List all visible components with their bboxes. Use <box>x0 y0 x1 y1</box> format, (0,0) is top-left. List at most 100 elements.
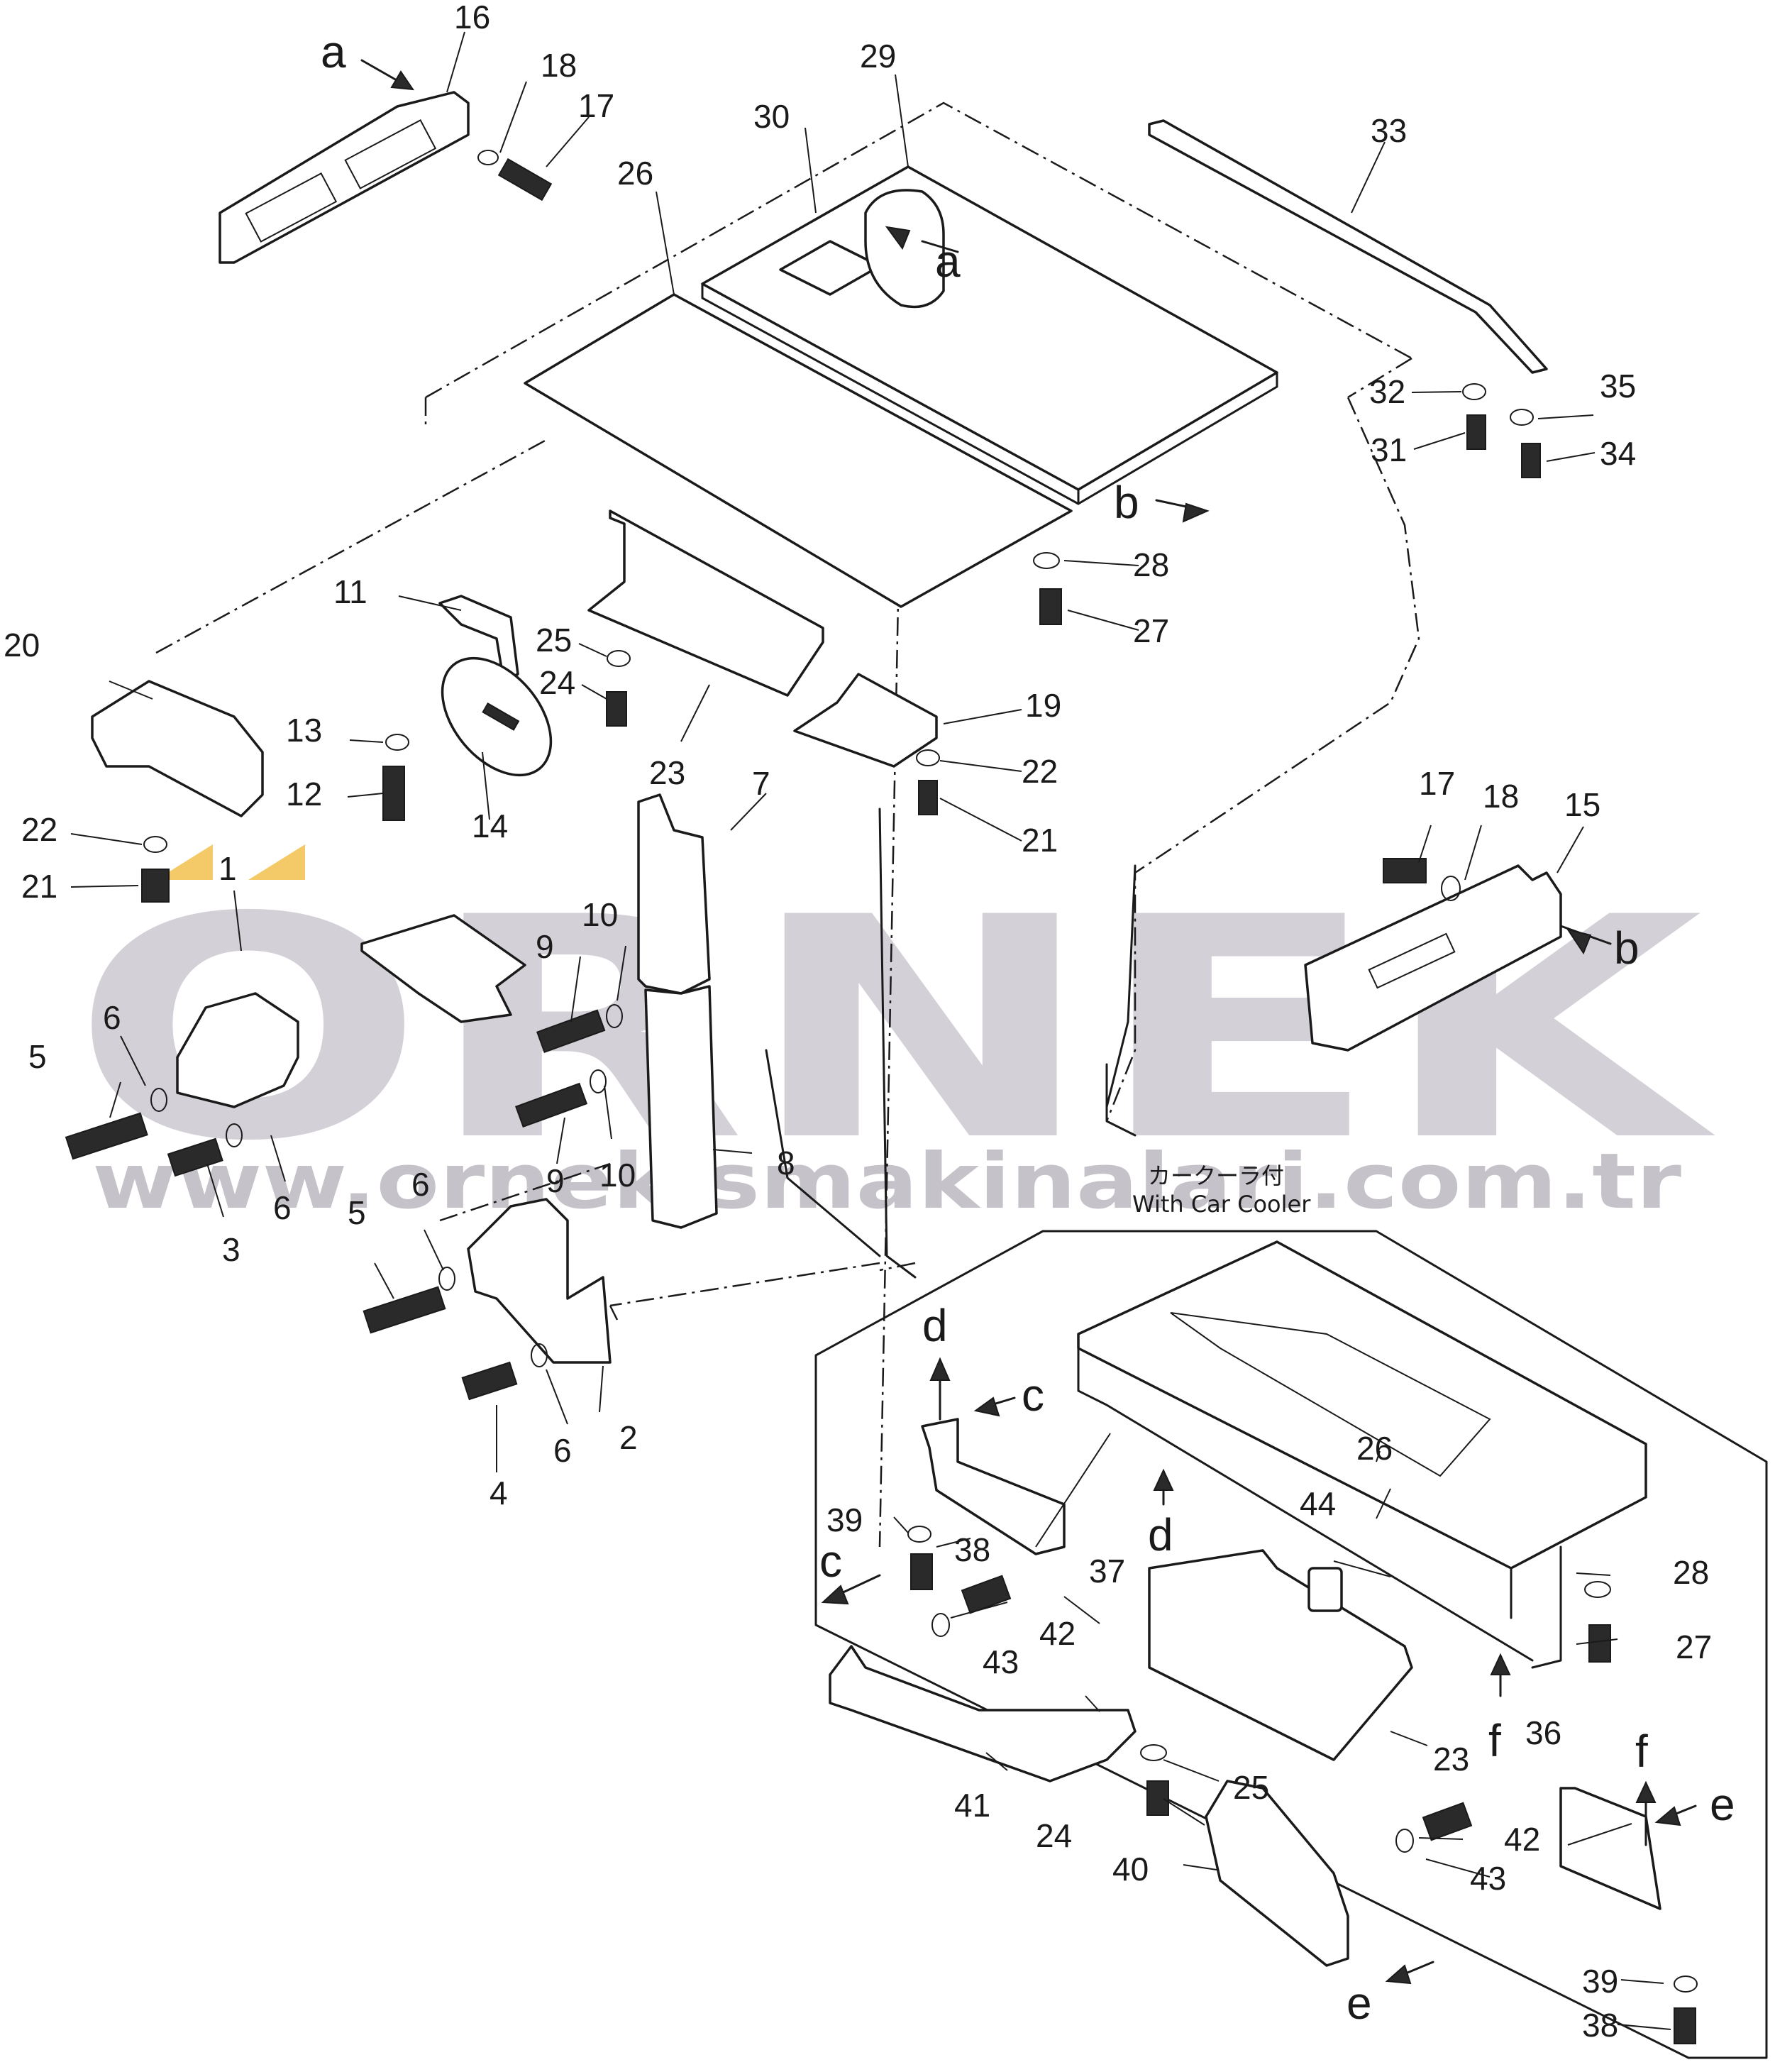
washer-13 <box>385 734 409 751</box>
washer-35 <box>1510 409 1534 426</box>
callout-10a: 10 <box>582 896 618 933</box>
arrow-c2-head <box>821 1585 849 1605</box>
callout-18b: 18 <box>1483 778 1519 815</box>
callout-10b: 10 <box>599 1157 636 1194</box>
callout-29: 29 <box>860 38 896 75</box>
arrow-e1-head <box>1654 1806 1681 1826</box>
callout-35: 35 <box>1600 368 1636 404</box>
reference-arrows <box>360 59 1697 1985</box>
callout-22a: 22 <box>1022 753 1058 790</box>
callout-38b: 38 <box>1582 2007 1618 2044</box>
callout-21a: 21 <box>1022 822 1058 859</box>
callout-18a: 18 <box>541 47 577 84</box>
mount-plate <box>360 914 526 1023</box>
callout-9b: 9 <box>546 1162 565 1199</box>
ref-letter-f1: f <box>1488 1715 1501 1766</box>
callout-26a: 26 <box>617 155 653 192</box>
side-cover-15 <box>1304 864 1562 1052</box>
arrow-a2-head <box>885 226 911 250</box>
bolt-42a <box>961 1575 1012 1614</box>
callout-36: 36 <box>1525 1714 1561 1751</box>
bolt-12 <box>382 766 405 821</box>
washer-22a <box>916 749 940 766</box>
washer-25a <box>607 650 631 667</box>
ref-letter-d1: d <box>922 1300 948 1351</box>
callout-41: 41 <box>954 1787 990 1824</box>
washer-22b <box>143 836 167 853</box>
callout-27b: 27 <box>1676 1629 1712 1665</box>
callout-44: 44 <box>1300 1485 1336 1522</box>
side-cover-16-slot-a <box>245 172 338 243</box>
side-cover-2 <box>467 1198 612 1364</box>
callout-42b: 42 <box>1504 1821 1540 1858</box>
side-cover-20 <box>91 680 264 817</box>
callout-14: 14 <box>472 808 508 844</box>
callout-28a: 28 <box>1133 546 1169 583</box>
arrow-f2-head <box>1635 1780 1657 1803</box>
bolt-4 <box>461 1361 518 1401</box>
callout-5b: 5 <box>348 1194 366 1231</box>
cooler-frame <box>1077 1347 1562 1669</box>
callout-40: 40 <box>1112 1851 1149 1888</box>
cooler-rail-23 <box>1148 1549 1413 1761</box>
callout-42a: 42 <box>1039 1615 1075 1652</box>
callout-24b: 24 <box>1036 1817 1072 1854</box>
washer-43a <box>931 1613 950 1637</box>
callout-9a: 9 <box>536 928 554 965</box>
cooler-cover-41 <box>829 1645 1137 1782</box>
callout-39a: 39 <box>826 1501 863 1538</box>
callout-20: 20 <box>4 627 40 663</box>
callout-25b: 25 <box>1233 1769 1269 1806</box>
callout-labels: 1 2 3 4 5 5 6 6 6 6 7 8 9 9 10 10 11 12 … <box>4 0 1712 2044</box>
callout-26b: 26 <box>1356 1430 1393 1467</box>
callout-17b: 17 <box>1419 765 1455 802</box>
ref-letter-d2: d <box>1148 1509 1173 1560</box>
bolt-38a <box>910 1553 933 1590</box>
ref-letter-a2: a <box>935 236 961 287</box>
main-assembly <box>65 91 1562 1548</box>
callout-21b: 21 <box>21 868 57 905</box>
arrow-e2-head <box>1385 1964 1412 1985</box>
bracket-19 <box>793 673 938 768</box>
callout-43b: 43 <box>1470 1860 1506 1897</box>
washer-10a <box>606 1004 623 1028</box>
callout-6b: 6 <box>273 1189 292 1226</box>
callout-23a: 23 <box>649 754 685 791</box>
bolt-5b <box>363 1286 446 1334</box>
callout-23b: 23 <box>1433 1741 1469 1778</box>
callout-43a: 43 <box>983 1643 1019 1680</box>
bolt-24a <box>606 691 627 727</box>
watermark-accent-left <box>156 844 213 880</box>
washer-6a <box>150 1088 167 1112</box>
leader-lines <box>70 31 1671 2030</box>
callout-6d: 6 <box>553 1432 572 1469</box>
callout-15: 15 <box>1564 786 1600 823</box>
callout-1: 1 <box>219 850 237 887</box>
callout-16: 16 <box>454 0 490 35</box>
callout-4: 4 <box>490 1475 508 1511</box>
bolt-17a <box>497 158 553 202</box>
watermark-accent-right <box>248 844 305 880</box>
arrow-c1-head <box>973 1396 1000 1417</box>
cover-strip-33 <box>1148 119 1548 374</box>
washer-39a <box>907 1526 931 1543</box>
bolt-42b <box>1422 1802 1473 1841</box>
callout-6c: 6 <box>411 1166 430 1203</box>
cooler-floor-plate-26-cutout <box>1170 1312 1491 1477</box>
inset-caption-jp: カークーラ付 <box>1148 1162 1284 1189</box>
washer-32 <box>1462 383 1486 400</box>
washer-28a <box>1033 552 1060 569</box>
bolt-34 <box>1521 443 1541 478</box>
inset-border <box>814 1230 1768 2059</box>
inset-caption-en: With Car Cooler <box>1132 1191 1311 1218</box>
arrow-a2 <box>921 240 959 253</box>
ref-letter-c1: c <box>1022 1370 1044 1421</box>
bolt-17b <box>1383 858 1427 883</box>
cooler-pad-44 <box>1307 1567 1343 1612</box>
callout-13: 13 <box>286 712 322 749</box>
washer-6c <box>438 1267 455 1291</box>
ref-letter-e1: e <box>1710 1779 1735 1830</box>
ref-letter-f2: f <box>1635 1726 1648 1777</box>
callout-19: 19 <box>1025 687 1061 724</box>
bolt-24b <box>1146 1780 1169 1816</box>
